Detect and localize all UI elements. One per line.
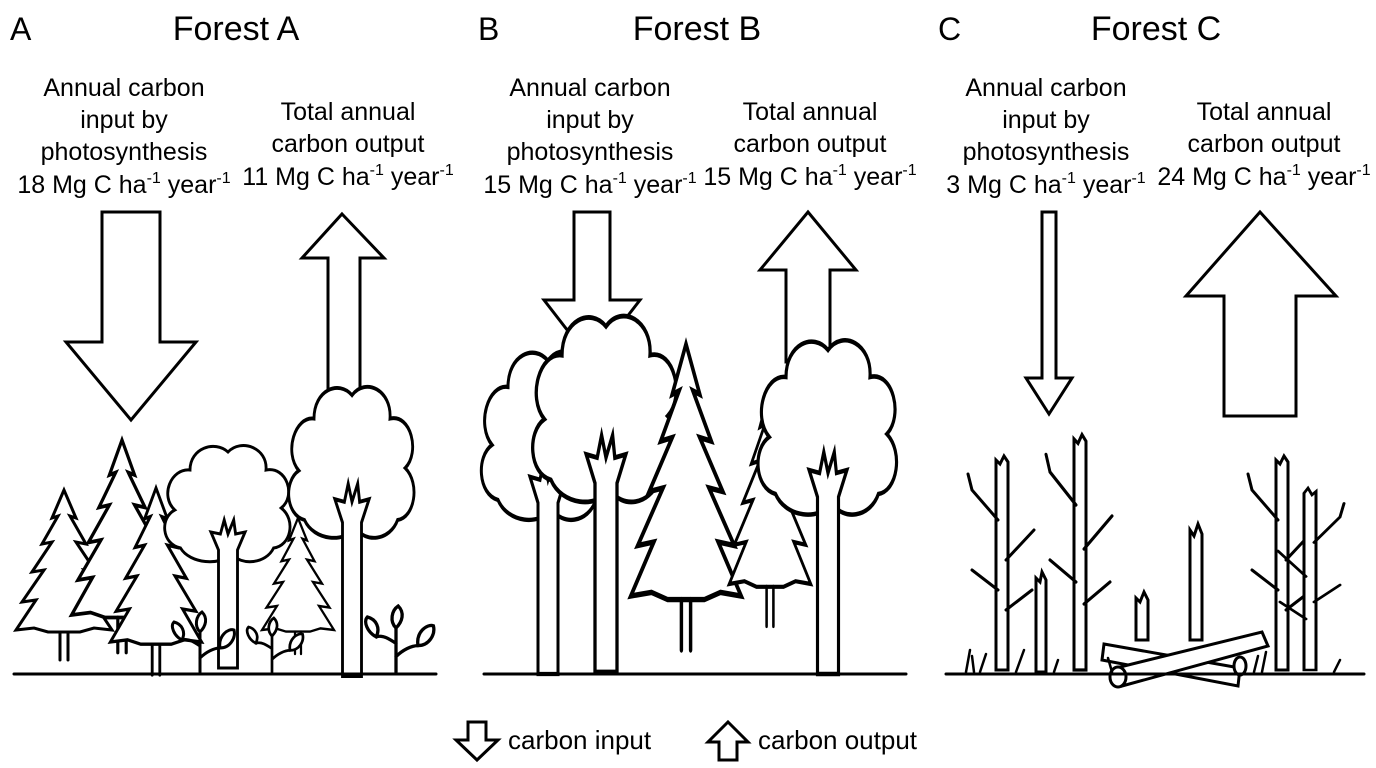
- svg-text:Total annual: Total annual: [743, 98, 878, 126]
- output-value: 15 Mg C ha-1 year-1: [703, 162, 916, 191]
- svg-text:carbon output: carbon output: [1188, 130, 1341, 158]
- svg-text:carbon output: carbon output: [272, 130, 425, 158]
- broken-stump-icon: [1034, 567, 1048, 674]
- input-value: 18 Mg C ha-1 year-1: [17, 170, 230, 199]
- svg-text:photosynthesis: photosynthesis: [41, 138, 208, 166]
- forest-c-trees: [964, 432, 1346, 689]
- dead-tree-icon: [1044, 432, 1114, 672]
- panel-title: Forest C: [1091, 10, 1221, 48]
- legend: carbon input carbon output: [452, 719, 918, 763]
- up-arrow-icon: [1182, 209, 1340, 418]
- up-arrow-icon: [704, 719, 752, 762]
- broken-stump-icon: [1134, 588, 1150, 642]
- seedling-icon: [364, 604, 436, 674]
- panel-letter: C: [938, 11, 961, 47]
- broken-stump-icon: [1188, 519, 1204, 642]
- svg-text:input by: input by: [80, 106, 168, 134]
- svg-text:input by: input by: [1002, 106, 1090, 134]
- input-value: 15 Mg C ha-1 year-1: [483, 170, 696, 199]
- svg-text:Total annual: Total annual: [281, 98, 416, 126]
- panel-letter: A: [10, 11, 32, 47]
- forest-a-trees: [14, 384, 436, 678]
- input-label: Annual carbon input by photosynthesis 15…: [483, 74, 696, 199]
- down-arrow-icon: [1023, 210, 1075, 417]
- svg-text:Total annual: Total annual: [1197, 98, 1332, 126]
- up-arrow-icon: [298, 211, 388, 398]
- output-value: 11 Mg C ha-1 year-1: [242, 162, 454, 191]
- legend-input-label: carbon input: [508, 725, 652, 755]
- fallen-log-icon: [1100, 630, 1271, 689]
- input-label: Annual carbon input by photosynthesis 18…: [17, 74, 230, 199]
- panel-letter: B: [478, 11, 499, 47]
- svg-text:Annual carbon: Annual carbon: [43, 74, 204, 102]
- svg-text:Annual carbon: Annual carbon: [965, 74, 1126, 102]
- down-arrow-icon: [62, 210, 200, 423]
- panel-title: Forest B: [633, 10, 761, 48]
- output-value: 24 Mg C ha-1 year-1: [1157, 162, 1370, 191]
- grass-icon: [964, 648, 1342, 674]
- svg-text:carbon output: carbon output: [734, 130, 887, 158]
- input-value: 3 Mg C ha-1 year-1: [946, 170, 1146, 199]
- panel-title: Forest A: [173, 10, 300, 48]
- output-label: Total annual carbon output 11 Mg C ha-1 …: [242, 98, 454, 191]
- svg-text:input by: input by: [546, 106, 634, 134]
- forest-b-trees: [481, 316, 896, 674]
- output-label: Total annual carbon output 15 Mg C ha-1 …: [703, 98, 916, 191]
- panel-b: B Forest B Annual carbon input by photos…: [478, 10, 917, 674]
- svg-text:Annual carbon: Annual carbon: [509, 74, 670, 102]
- legend-output-label: carbon output: [758, 725, 918, 755]
- svg-text:photosynthesis: photosynthesis: [963, 138, 1130, 166]
- panel-a: A Forest A Annual carbon input by photos…: [10, 10, 454, 678]
- output-label: Total annual carbon output 24 Mg C ha-1 …: [1157, 98, 1370, 191]
- panel-c: C Forest C Annual carbon input by photos…: [938, 10, 1371, 689]
- svg-text:photosynthesis: photosynthesis: [507, 138, 674, 166]
- down-arrow-icon: [452, 720, 502, 763]
- input-label: Annual carbon input by photosynthesis 3 …: [946, 74, 1146, 199]
- dead-tree-icon: [966, 454, 1036, 672]
